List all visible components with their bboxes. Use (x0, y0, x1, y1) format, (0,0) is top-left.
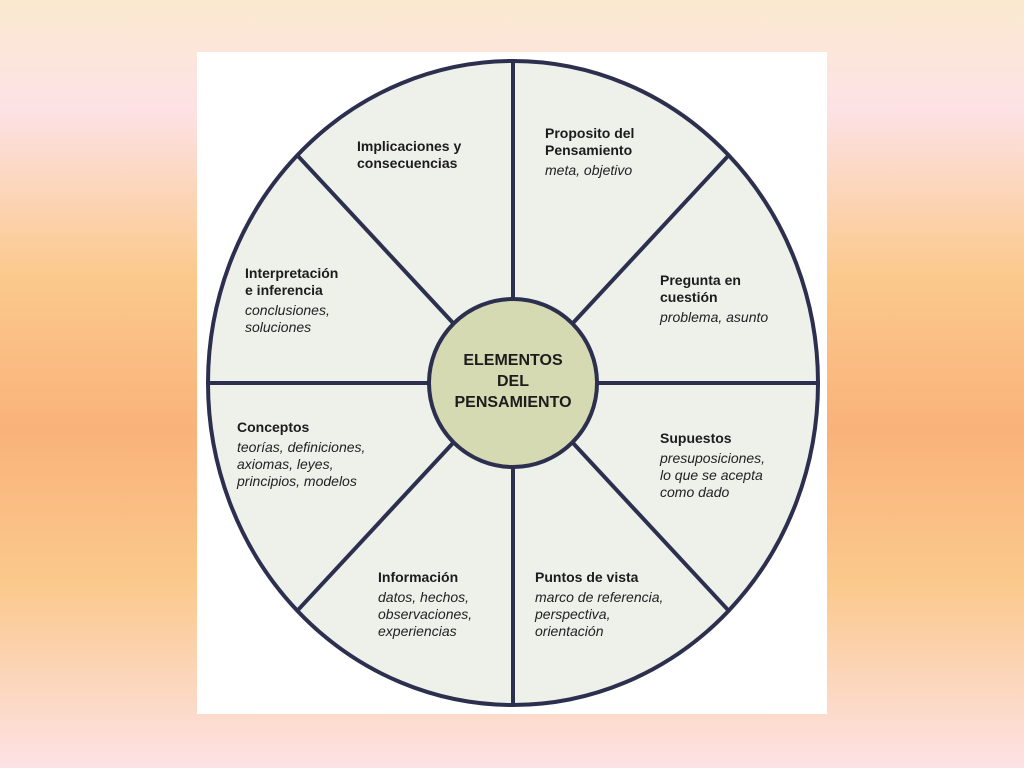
segment-subtitle-line: datos, hechos, (378, 589, 469, 605)
segment-6: Conceptos teorías, definiciones,axiomas, … (236, 419, 365, 489)
segment-subtitle-line: como dado (660, 484, 729, 500)
segment-title-line: Supuestos (660, 430, 732, 446)
segment-title-line: Implicaciones y (357, 138, 461, 154)
segment-title-line: cuestión (660, 289, 718, 305)
wheel-spoke (295, 153, 456, 325)
segment-subtitle-line: conclusiones, (245, 302, 330, 318)
segment-4: Puntos de vista marco de referencia,persp… (534, 569, 663, 639)
wheel-spoke (570, 441, 731, 613)
segment-3: Supuestos presuposiciones,lo que se acept… (659, 430, 765, 500)
segment-title-line: Información (378, 569, 458, 585)
segment-5: Información datos, hechos,observaciones,e… (378, 569, 472, 639)
segment-subtitle-line: axiomas, leyes, (237, 456, 333, 472)
wheel-spoke (570, 153, 731, 325)
segment-subtitle-line: marco de referencia, (535, 589, 663, 605)
segment-subtitle-line: problema, asunto (659, 309, 768, 325)
segment-subtitle-line: soluciones (245, 319, 311, 335)
segment-title-line: Pregunta en (660, 272, 741, 288)
segment-subtitle-line: presuposiciones, (659, 450, 765, 466)
segment-subtitle-line: teorías, definiciones, (237, 439, 365, 455)
center-hub (427, 297, 599, 469)
center-label-line: DEL (497, 373, 529, 390)
segment-subtitle-line: meta, objetivo (545, 162, 632, 178)
segment-subtitle-line: perspectiva, (534, 606, 610, 622)
segment-subtitle-line: lo que se acepta (660, 467, 763, 483)
segment-title-line: Conceptos (237, 419, 310, 435)
center-label-line: ELEMENTOS (463, 352, 563, 369)
segment-title-line: Interpretación (245, 265, 338, 281)
segment-subtitle-line: experiencias (378, 623, 457, 639)
segment-title-line: Proposito del (545, 125, 634, 141)
segment-subtitle-line: principios, modelos (236, 473, 357, 489)
segment-title-line: Pensamiento (545, 142, 632, 158)
thinking-elements-wheel: ELEMENTOS DEL PENSAMIENTO Proposito delPens… (206, 59, 820, 707)
segment-title-line: e inferencia (245, 282, 323, 298)
center-label-line: PENSAMIENTO (454, 394, 571, 411)
segment-title-line: Puntos de vista (535, 569, 639, 585)
segment-title-line: consecuencias (357, 155, 458, 171)
wheel-spoke (295, 441, 456, 613)
segment-subtitle-line: observaciones, (378, 606, 472, 622)
segment-subtitle-line: orientación (535, 623, 604, 639)
